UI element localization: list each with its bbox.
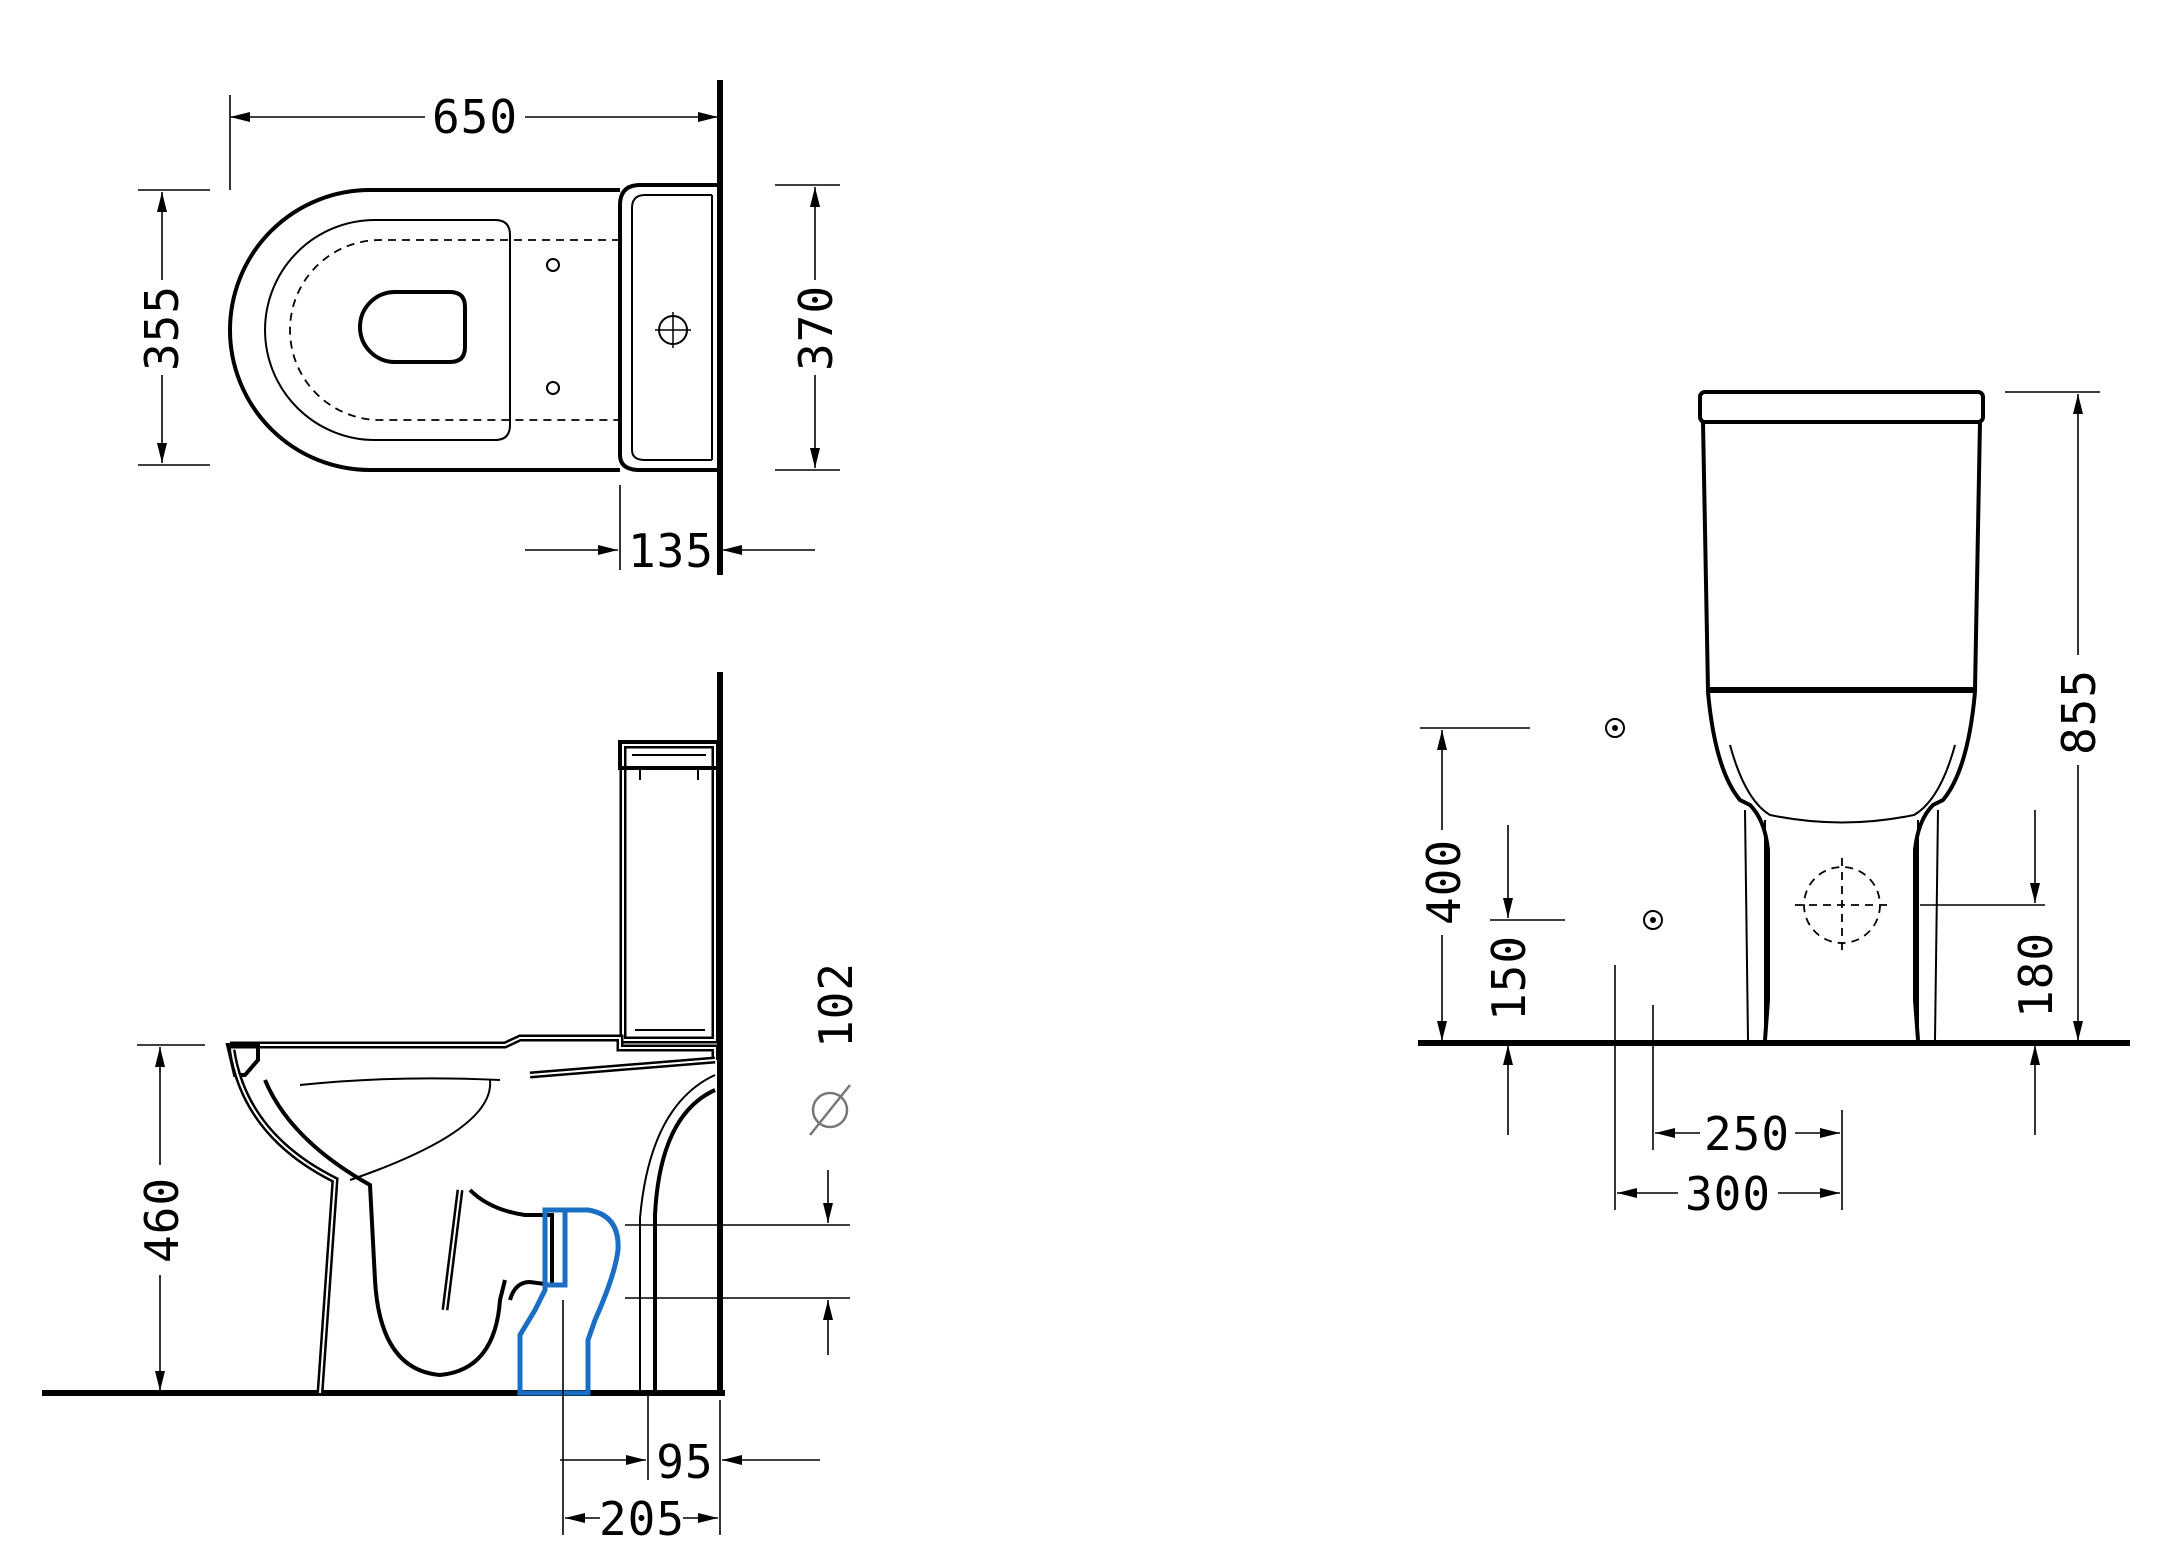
side-view-cistern	[618, 740, 720, 1044]
dim-fixing-spacing-inner: 250	[1704, 1107, 1790, 1161]
front-view-fixing-hole-lower	[1643, 910, 1663, 930]
dim-fixing-height-lower: 150	[1482, 935, 1536, 1021]
dim-fixing-height-upper: 400	[1417, 839, 1471, 925]
top-view-tank-outline	[618, 183, 720, 472]
side-view: 460 102 95 205	[42, 672, 863, 1546]
dim-bowl-width: 355	[135, 285, 189, 371]
front-view-tank	[1701, 421, 1982, 692]
dim-seat-height: 460	[135, 1177, 189, 1263]
front-view: 855 400 150 180 250 300	[1417, 390, 2130, 1221]
front-view-tank-lid	[1698, 390, 1985, 424]
side-view-bowl	[225, 1034, 719, 1394]
outlet-flange-highlight	[542, 1207, 568, 1288]
dim-tank-depth: 135	[628, 524, 714, 578]
diameter-symbol	[809, 1084, 851, 1136]
dim-outlet-to-wall-a: 95	[656, 1435, 713, 1489]
outlet-pipe-highlight	[517, 1207, 621, 1396]
dim-tank-width: 370	[789, 285, 843, 371]
front-view-fixing-hole-upper	[1605, 718, 1625, 738]
top-view-tank-inner	[631, 194, 712, 461]
dim-outlet-height: 180	[2009, 932, 2063, 1018]
top-view: 650 355 370 135	[135, 80, 843, 578]
top-view-fixing-hole-2	[546, 381, 560, 395]
top-view-bowl-outline	[228, 188, 620, 472]
dim-fixing-spacing-outer: 300	[1685, 1167, 1771, 1221]
top-view-seat-outline	[264, 219, 511, 441]
dim-overall-length: 650	[432, 90, 518, 144]
dim-outlet-diameter: 102	[809, 962, 863, 1048]
dim-total-height: 855	[2052, 669, 2106, 755]
dim-outlet-to-wall-b: 205	[599, 1492, 685, 1546]
front-view-bowl	[1706, 691, 1977, 1041]
top-view-inner-bowl-dashed	[289, 239, 620, 421]
top-view-fixing-hole-1	[546, 258, 560, 272]
top-view-bowl-opening	[358, 290, 467, 364]
front-view-outlet-dashed	[1795, 858, 1890, 950]
